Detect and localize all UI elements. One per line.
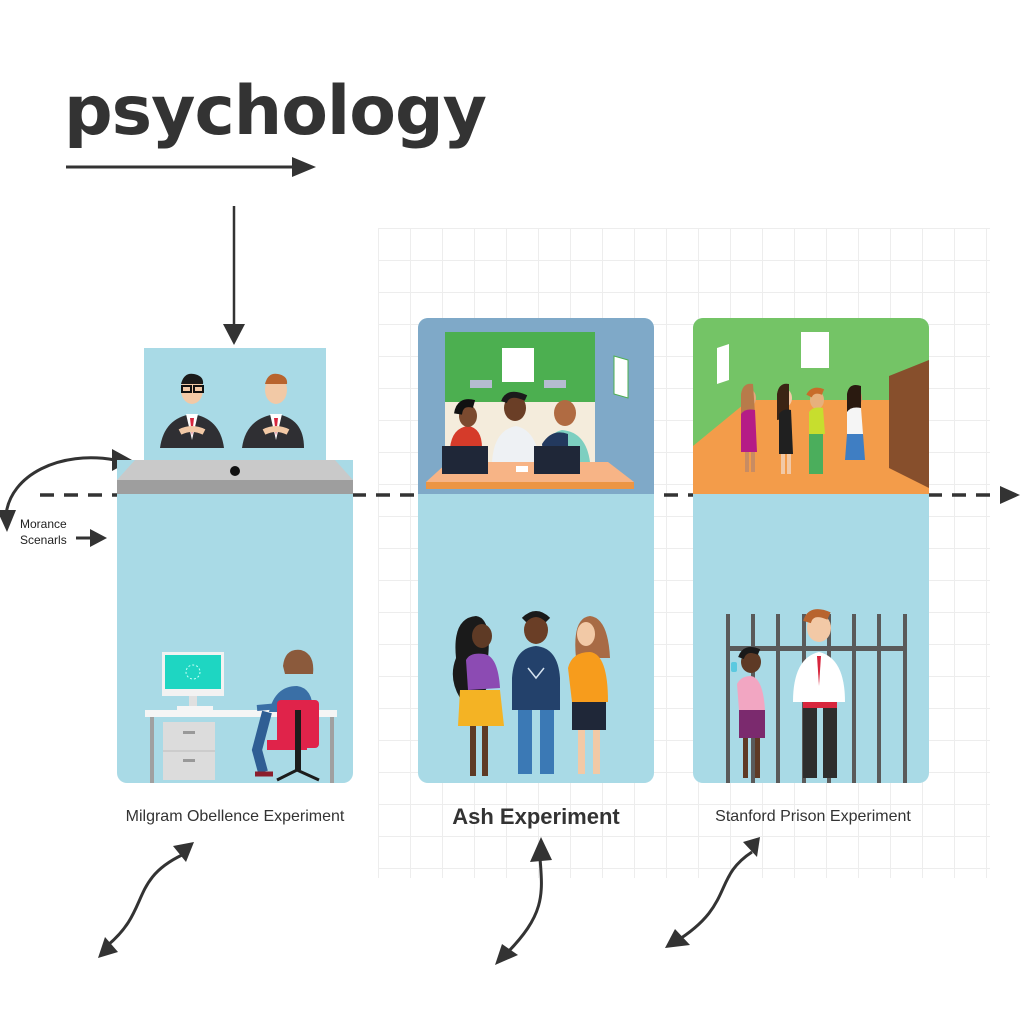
stanford-panel[interactable] xyxy=(693,318,929,783)
three-students xyxy=(452,611,610,776)
four-women-in-line xyxy=(741,383,865,474)
poster xyxy=(502,348,534,382)
console-desk xyxy=(117,460,353,494)
arrow-right-icon xyxy=(76,529,107,547)
arrow-right-icon xyxy=(66,157,316,177)
stanford-caption: Stanford Prison Experiment xyxy=(715,808,911,825)
office-desk xyxy=(145,710,337,783)
reception-desk xyxy=(426,446,634,489)
computer-monitor xyxy=(162,652,224,710)
double-headed-curved-arrow-icon xyxy=(495,837,552,965)
girl-behind-bars xyxy=(731,647,765,778)
man-with-glasses xyxy=(160,373,224,448)
page-title: psychology xyxy=(64,72,487,151)
two-men-in-suits-illustration xyxy=(160,373,304,448)
woman-at-computer xyxy=(251,649,320,782)
man-red-hair xyxy=(242,373,304,448)
ash-illustration xyxy=(418,318,654,776)
ash-panel[interactable] xyxy=(418,318,654,783)
milgram-illustration xyxy=(117,460,353,783)
arrow-down-icon xyxy=(223,206,245,345)
side-label: Morance Scenarls xyxy=(20,516,67,548)
side-label-line-1: Morance xyxy=(20,517,67,531)
side-label-line-2: Scenarls xyxy=(20,533,67,547)
milgram-caption: Milgram Obellence Experiment xyxy=(125,808,345,825)
man-behind-bars xyxy=(793,609,845,778)
double-headed-curved-arrow-icon xyxy=(98,842,194,958)
stanford-illustration xyxy=(693,318,929,783)
poster xyxy=(801,332,829,368)
milgram-screen xyxy=(144,348,326,460)
milgram-panel[interactable] xyxy=(117,460,353,783)
double-headed-curved-arrow-icon xyxy=(665,837,760,948)
ash-caption: Ash Experiment xyxy=(452,804,620,829)
